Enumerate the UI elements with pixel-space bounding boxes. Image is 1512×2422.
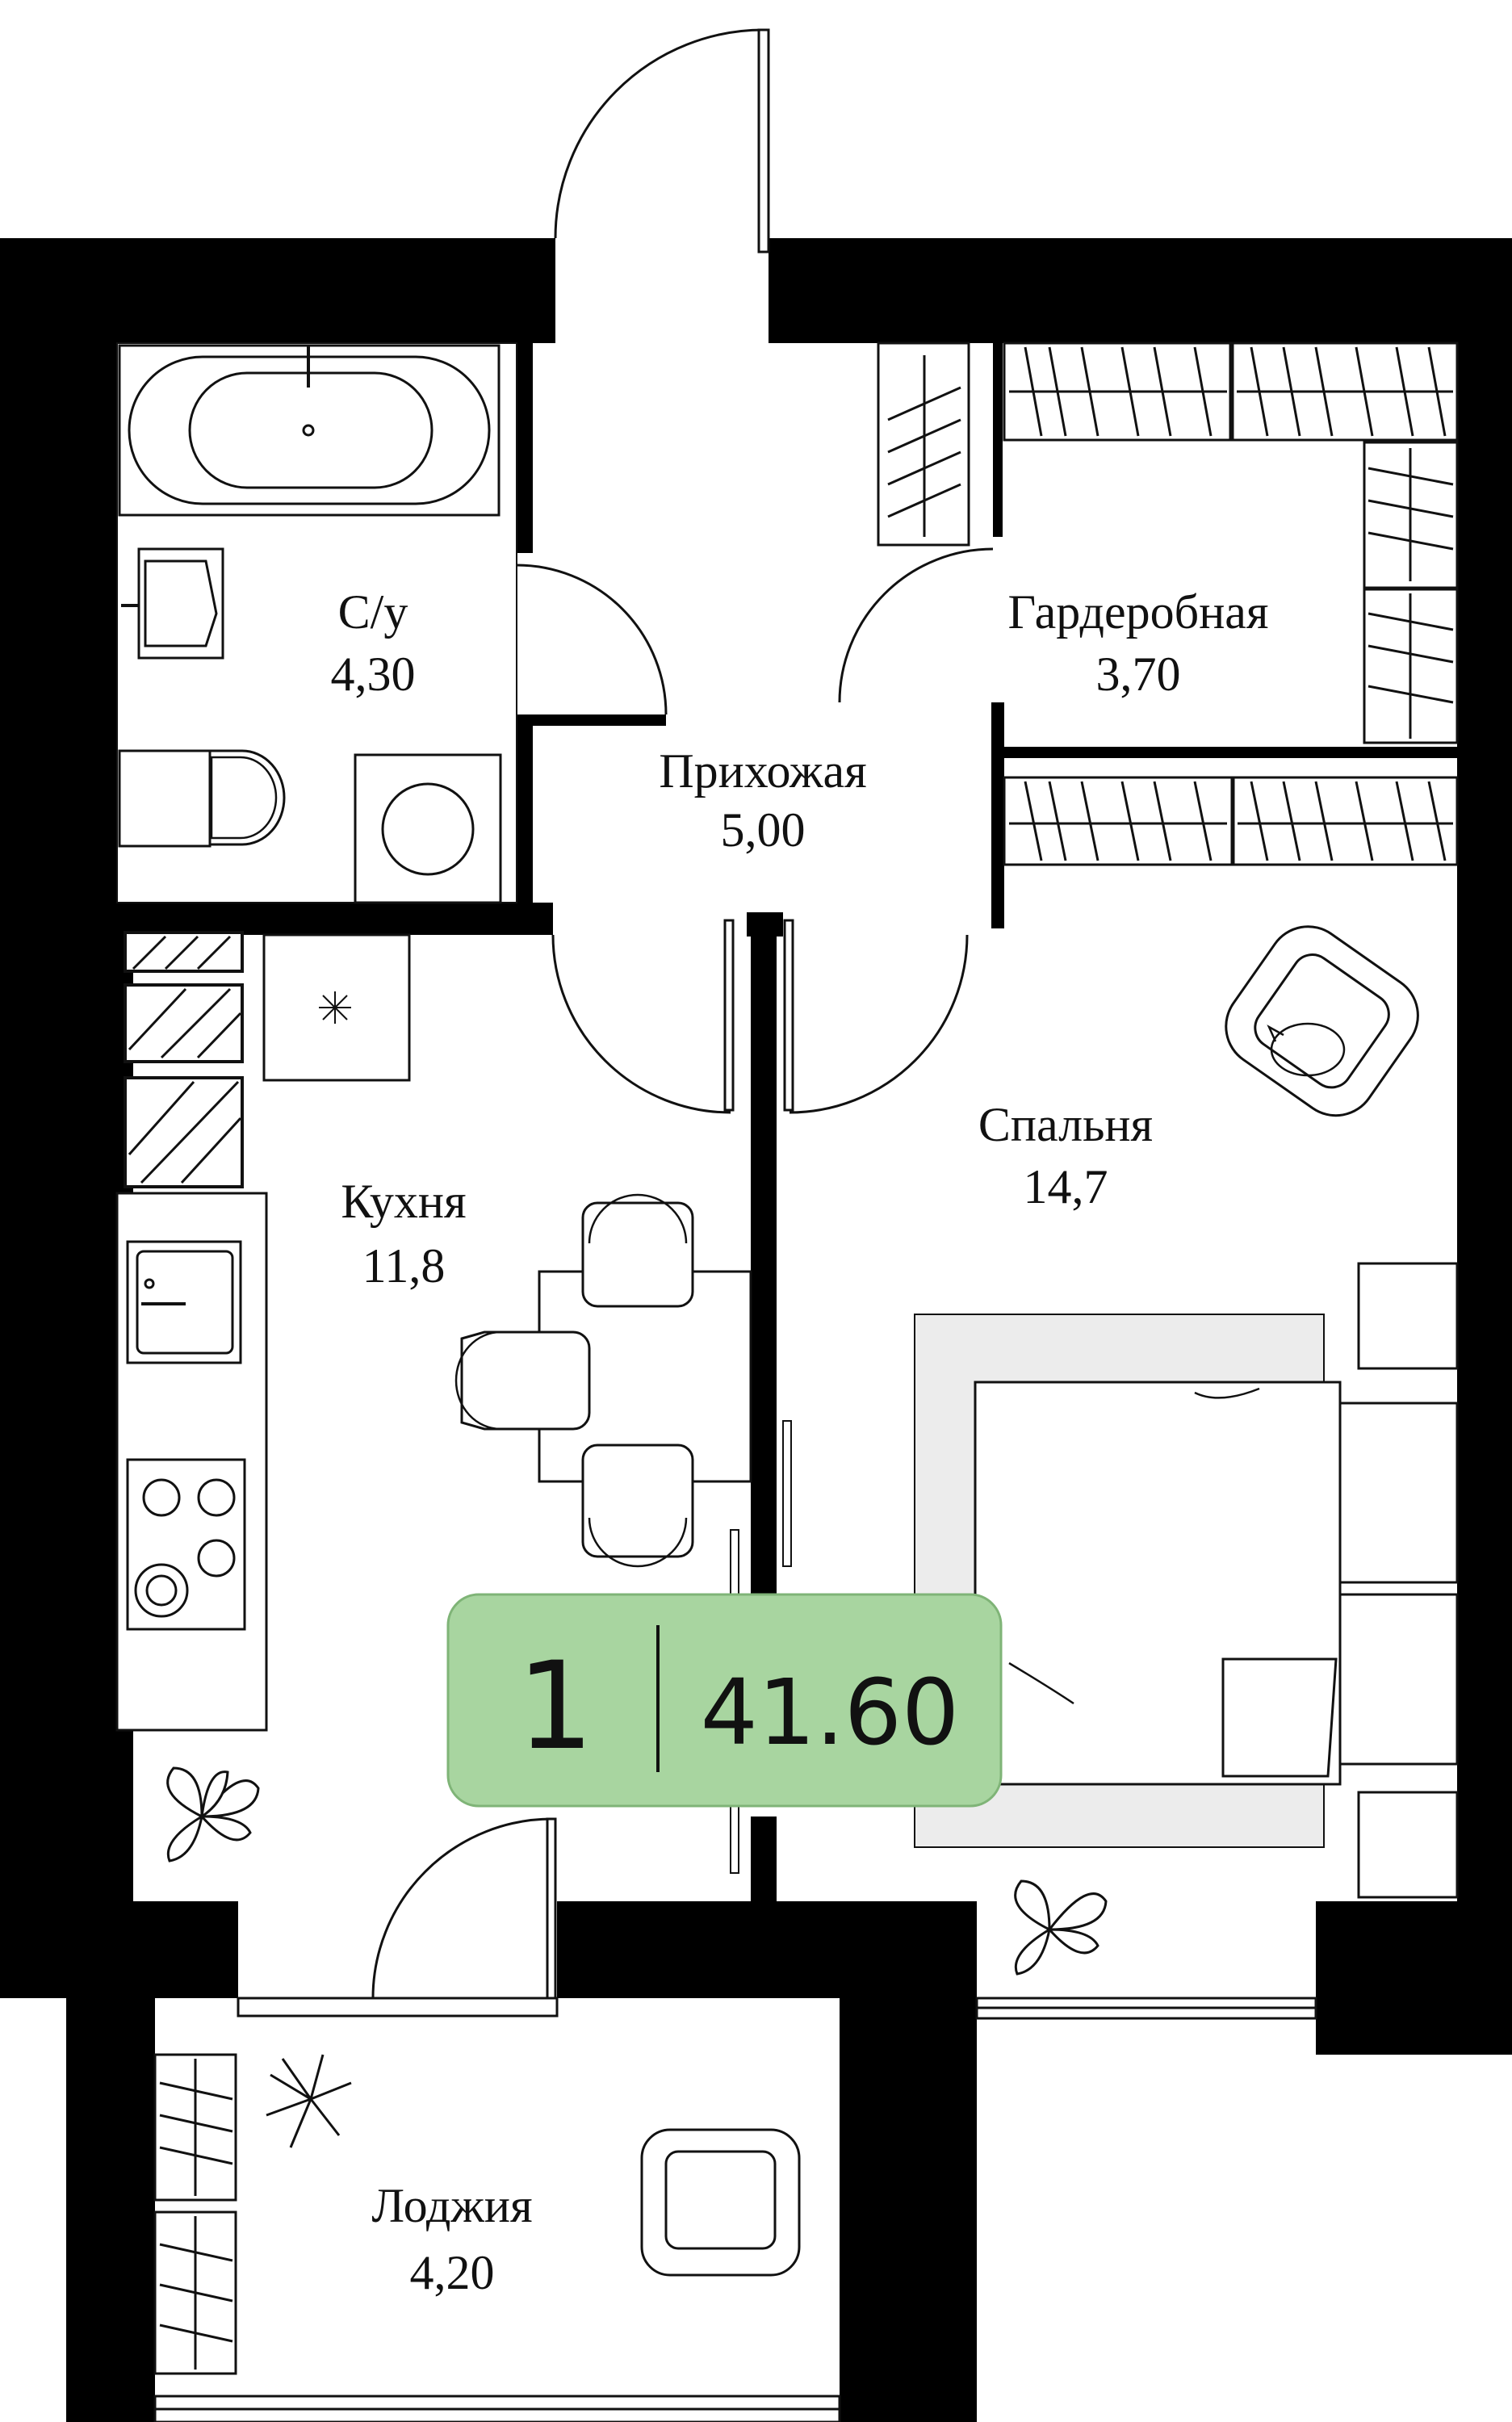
wardrobe-icon	[877, 342, 1459, 744]
hallway-area: 5,00	[721, 803, 806, 857]
armchair-icon	[640, 2128, 801, 2277]
hallway: Прихожая 5,00	[659, 744, 866, 857]
kitchen: Кухня 11,8	[115, 931, 752, 1863]
kitchen-area: 11,8	[362, 1239, 446, 1293]
wardrobe-icon	[1003, 776, 1459, 866]
walls	[0, 238, 1512, 2422]
sink-icon	[121, 547, 224, 660]
loggia: Лоджия 4,20	[153, 1997, 841, 2422]
nightstand-icon	[1357, 1262, 1459, 1370]
chair-icon	[454, 1193, 694, 1568]
bathroom-name: С/у	[338, 585, 408, 639]
window-icon	[975, 1997, 1317, 2020]
wardrobe-area: 3,70	[1096, 647, 1181, 701]
total-area: 41.60	[701, 1661, 960, 1766]
washing-machine-icon	[354, 753, 502, 904]
kitchen-name: Кухня	[341, 1175, 466, 1228]
bathroom-door-swing-icon	[516, 564, 668, 715]
armchair-icon	[1225, 925, 1419, 1117]
pillow-icon	[1338, 1593, 1459, 1766]
wardrobe-icon	[153, 2053, 237, 2375]
cat-icon	[1267, 1022, 1346, 1077]
plant-icon	[266, 2054, 352, 2148]
bedroom-area: 14,7	[1024, 1160, 1108, 1213]
bathtub-icon	[118, 344, 501, 517]
pillow-icon	[1338, 1402, 1459, 1584]
loggia-door-swing-icon	[371, 1817, 557, 2000]
wardrobe-room: Гардеробная 3,70	[877, 342, 1459, 744]
bedroom-name: Спальня	[978, 1098, 1153, 1151]
entrance-door-swing-icon	[554, 28, 770, 254]
nightstand-icon	[1357, 1791, 1459, 1899]
vent-icon	[124, 931, 244, 1188]
kitchen-sink-icon	[126, 1240, 242, 1364]
hallway-name: Прихожая	[659, 744, 866, 798]
bedroom: Спальня 14,7	[914, 776, 1459, 1976]
rooms-count: 1	[517, 1636, 593, 1777]
wardrobe-name: Гардеробная	[1007, 585, 1268, 639]
loggia-name: Лоджия	[371, 2179, 532, 2232]
fridge-icon	[262, 933, 411, 1082]
plant-icon	[166, 1766, 260, 1863]
toilet-icon	[118, 749, 286, 848]
wardrobe-door-swing-icon	[838, 547, 994, 703]
stove-icon	[126, 1458, 246, 1631]
kitchen-door-swing-icon	[551, 919, 969, 1114]
plant-icon	[1014, 1879, 1108, 1976]
bathroom: С/у 4,30	[116, 342, 517, 904]
apartment-badge: 1 41.60	[446, 1593, 1003, 1808]
bathroom-area: 4,30	[331, 647, 416, 701]
loggia-area: 4,20	[410, 2246, 495, 2299]
